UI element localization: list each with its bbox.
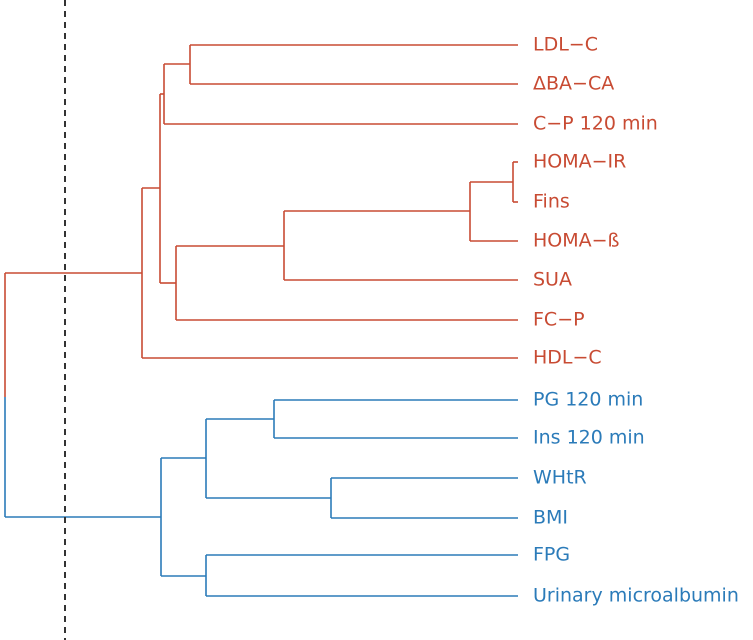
leaf-labels: LDL−C ΔBA−CA C−P 120 min HOMA−IR Fins HO… <box>533 34 739 607</box>
leaf-label-delta-ba-ca: ΔBA−CA <box>533 73 614 95</box>
leaf-label-sua: SUA <box>533 269 572 291</box>
leaf-label-whtr: WHtR <box>533 467 587 489</box>
dendrogram-links <box>4 44 518 597</box>
leaf-label-ldl-c: LDL−C <box>533 34 598 56</box>
leaf-label-cp-120: C−P 120 min <box>533 113 658 135</box>
leaf-label-fins: Fins <box>533 191 570 213</box>
leaf-label-bmi: BMI <box>533 507 568 529</box>
leaf-label-pg-120: PG 120 min <box>533 389 643 411</box>
leaf-label-urinary-microalbumin: Urinary microalbumin <box>533 585 739 607</box>
leaf-label-fpg: FPG <box>533 544 570 566</box>
leaf-label-fc-p: FC−P <box>533 309 585 331</box>
leaf-label-hdl-c: HDL−C <box>533 347 602 369</box>
leaf-label-homa-beta: HOMA−ß <box>533 230 620 252</box>
leaf-label-ins-120: Ins 120 min <box>533 427 645 449</box>
leaf-label-homa-ir: HOMA−IR <box>533 151 626 173</box>
